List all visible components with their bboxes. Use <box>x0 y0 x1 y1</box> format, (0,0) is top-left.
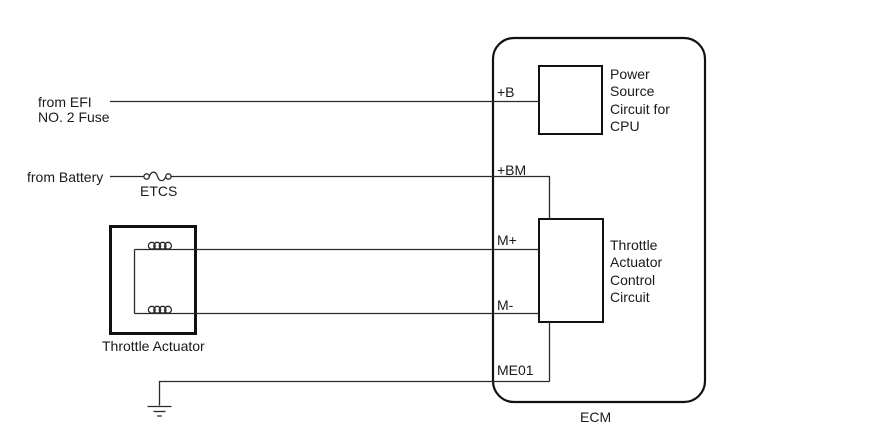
coil-bottom-icon <box>147 305 173 314</box>
terminal-label-bm: +BM <box>497 162 527 178</box>
terminal-label-m-minus: M- <box>497 297 514 313</box>
power-source-caption: Power Source Circuit for CPU <box>610 66 670 135</box>
tac-caption-line3: Control <box>610 271 656 288</box>
tac-caption-line2: Actuator <box>610 254 663 271</box>
coil-top-icon <box>147 241 173 250</box>
ground-icon <box>147 405 172 417</box>
fuse-icon <box>143 171 172 182</box>
efi-fuse-label-line2: NO. 2 Fuse <box>38 109 110 125</box>
terminal-label-me01: ME01 <box>497 362 534 378</box>
power-source-caption-line2: Source <box>610 83 655 100</box>
terminal-label-b: +B <box>497 84 515 100</box>
power-source-box <box>538 65 603 135</box>
tac-caption-line4: Circuit <box>610 288 650 305</box>
efi-fuse-label-line1: from EFI <box>38 94 92 110</box>
terminal-label-m-plus: M+ <box>497 232 517 248</box>
battery-label: from Battery <box>27 169 104 185</box>
power-source-caption-line4: CPU <box>610 117 640 134</box>
ecm-outline-box <box>491 36 707 404</box>
power-source-caption-line1: Power <box>610 66 650 82</box>
throttle-actuator-control-box <box>538 218 604 323</box>
ecm-label: ECM <box>580 409 612 425</box>
tac-caption-line1: Throttle <box>610 237 658 253</box>
wire-bm <box>171 175 551 219</box>
fuse-label: ETCS <box>140 183 178 199</box>
efi-fuse-label: from EFI NO. 2 Fuse <box>38 95 110 125</box>
wire-me01 <box>158 380 550 406</box>
power-source-caption-line3: Circuit for <box>610 100 670 117</box>
throttle-actuator-label: Throttle Actuator <box>102 338 205 354</box>
tac-caption: Throttle Actuator Control Circuit <box>610 237 662 306</box>
throttle-actuator-box <box>109 225 197 335</box>
